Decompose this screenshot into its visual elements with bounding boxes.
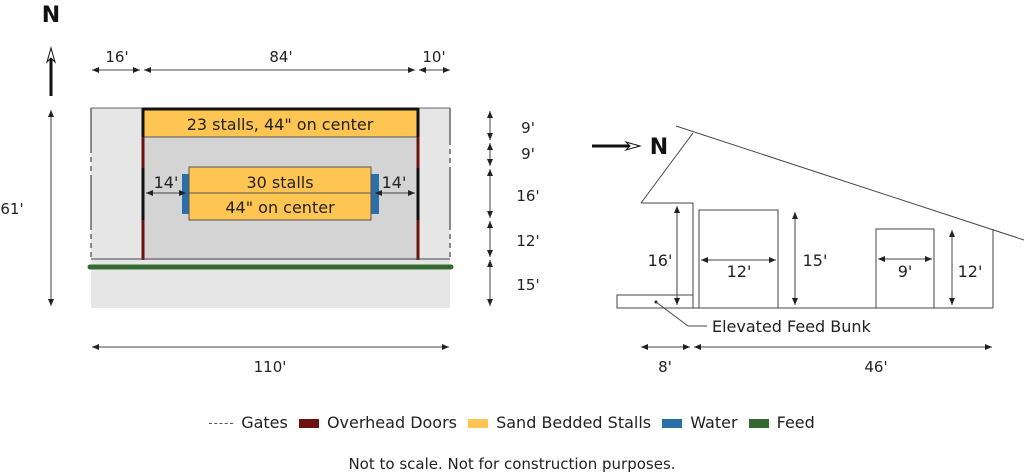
- swatch-icon: [468, 419, 489, 428]
- large-door-height: 15': [803, 251, 828, 270]
- legend-item-stalls: Sand Bedded Stalls: [468, 413, 651, 432]
- small-door-width: 9': [898, 262, 913, 281]
- footnote: Not to scale. Not for construction purpo…: [348, 455, 676, 473]
- alley-width-east: 14': [382, 173, 407, 192]
- dim-right-1: 9': [521, 119, 535, 137]
- swatch-icon: [748, 419, 769, 428]
- large-door: [698, 209, 779, 309]
- dim-top-center: 84': [269, 48, 292, 66]
- bunk-width: 8': [658, 358, 672, 376]
- center-stalls-line1: 30 stalls: [246, 173, 313, 192]
- dashed-line-icon: [209, 423, 234, 424]
- swatch-icon: [662, 419, 683, 428]
- dim-top-west: 16': [105, 48, 128, 66]
- swatch-icon: [298, 419, 319, 428]
- legend-item-gates: Gates: [209, 413, 288, 432]
- center-stalls-line2: 44" on center: [225, 198, 335, 217]
- dim-right-3: 16': [516, 187, 539, 205]
- feed-bunk-callout: Elevated Feed Bunk: [712, 317, 872, 336]
- dim-right-4: 12': [516, 232, 539, 250]
- small-door: [875, 228, 935, 309]
- section-view: N: [592, 125, 1024, 350]
- section-north-label: N: [650, 135, 668, 160]
- barn-width: 46': [864, 358, 887, 376]
- legend-item-water: Water: [662, 413, 738, 432]
- dim-right-2: 9': [521, 145, 535, 163]
- water-trough-east: [371, 174, 379, 214]
- dim-right-5: 15': [516, 276, 539, 294]
- plan-view: N 16' 84' 10' 61': [0, 3, 539, 376]
- right-dimensions: 9' 9' 16' 12' 15': [487, 111, 540, 306]
- north-stalls-label: 23 stalls, 44" on center: [187, 115, 374, 134]
- dim-overall-depth: 61': [0, 200, 23, 218]
- water-trough-west: [182, 174, 190, 214]
- dim-overall-width: 110': [254, 358, 287, 376]
- alley-width-west: 14': [154, 173, 179, 192]
- large-door-width: 12': [727, 262, 752, 281]
- small-door-height: 12': [958, 262, 983, 281]
- legend: Gates Overhead Doors Sand Bedded Stalls …: [0, 412, 1024, 432]
- north-label: N: [42, 3, 60, 28]
- legend-item-feed: Feed: [748, 413, 815, 432]
- arrow-up-icon: [45, 46, 57, 96]
- dim-top-east: 10': [422, 48, 445, 66]
- feed-alley-height: 16': [648, 251, 673, 270]
- legend-item-overhead-doors: Overhead Doors: [298, 413, 457, 432]
- arrow-right-icon: [592, 140, 642, 152]
- top-dimensions: 16' 84' 10': [92, 48, 450, 73]
- section-labels: 16' 12' 15' 9' 12' Elevated Feed Bunk 8'…: [648, 251, 983, 376]
